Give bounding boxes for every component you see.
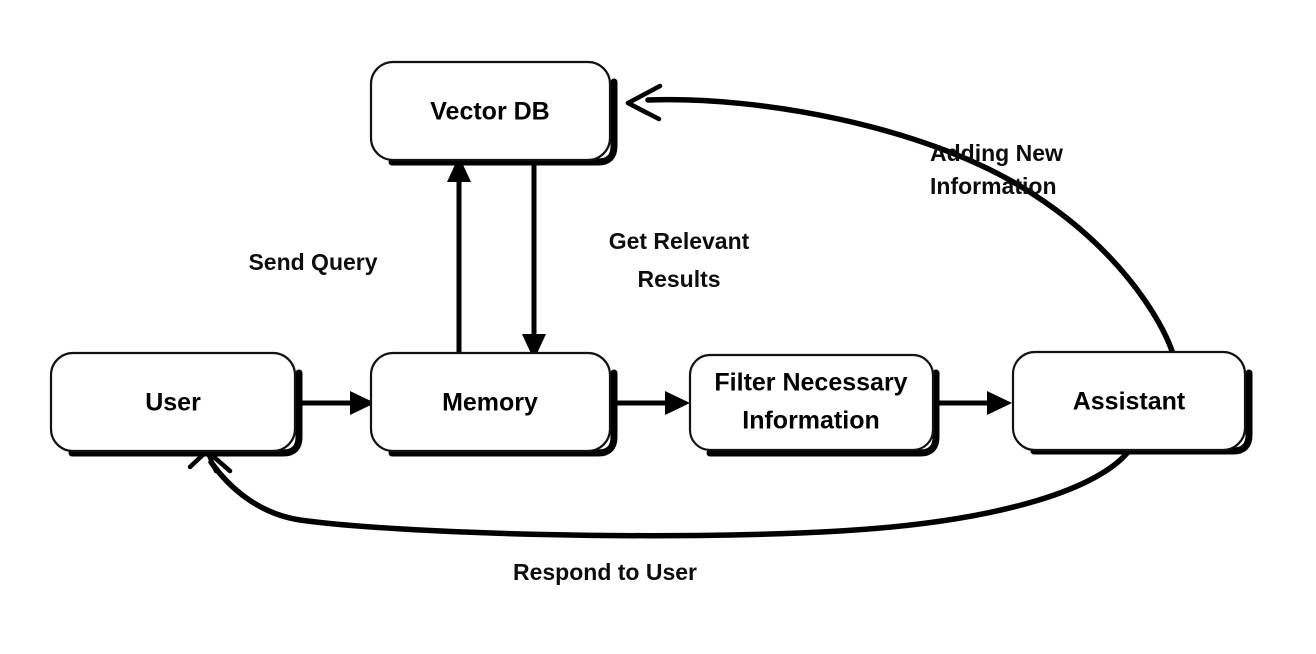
node-assistant[interactable]: Assistant	[1011, 350, 1253, 455]
user-shadow	[68, 369, 303, 457]
edge-label-get-relevant-results-line1: Get Relevant	[609, 228, 750, 254]
user-label: User	[145, 389, 201, 417]
user-box	[49, 351, 297, 453]
edge-filter-to-assistant	[938, 391, 1012, 415]
edge-label-adding-new-information-line2: Information	[930, 173, 1057, 199]
get-relevant-results-arrowhead	[522, 334, 546, 360]
node-memory[interactable]: Memory	[369, 351, 618, 457]
node-vector-db[interactable]: Vector DB	[369, 60, 618, 166]
vector-db-shadow	[388, 78, 618, 166]
vector-db-box	[369, 60, 612, 162]
node-filter-necessary-information[interactable]: Filter Necessary Information	[688, 353, 940, 457]
edge-label-send-query: Send Query	[248, 249, 377, 275]
edge-user-to-memory	[302, 391, 375, 415]
edge-label-adding-new-information-line1: Adding New	[930, 140, 1063, 166]
adding-new-information-arrowhead-tail	[625, 100, 650, 116]
send-query-arrowhead	[447, 156, 471, 182]
user-to-memory-arrowhead	[350, 391, 375, 415]
memory-label: Memory	[442, 389, 538, 417]
node-user[interactable]: User	[49, 351, 303, 457]
assistant-shadow	[1030, 369, 1253, 455]
memory-box	[369, 351, 612, 453]
filter-label-line2: Information	[742, 407, 880, 435]
edge-label-respond-to-user: Respond to User	[513, 559, 697, 585]
edge-adding-new-information	[625, 83, 1175, 354]
edge-label-get-relevant-results-line2: Results	[637, 266, 720, 292]
filter-box	[688, 353, 935, 452]
edge-get-relevant-results	[522, 160, 546, 360]
vector-db-label: Vector DB	[430, 98, 549, 126]
edge-respond-to-user	[187, 448, 1131, 539]
filter-to-assistant-arrowhead	[987, 391, 1012, 415]
filter-label-line1: Filter Necessary	[714, 369, 907, 397]
memory-to-filter-arrowhead	[665, 391, 690, 415]
assistant-box	[1011, 350, 1247, 452]
memory-shadow	[388, 369, 618, 457]
respond-to-user-line	[208, 449, 1131, 539]
edge-memory-to-filter	[617, 391, 690, 415]
assistant-label: Assistant	[1073, 388, 1186, 416]
adding-new-information-line	[645, 96, 1175, 354]
edge-send-query	[447, 156, 471, 358]
filter-shadow	[706, 369, 940, 457]
